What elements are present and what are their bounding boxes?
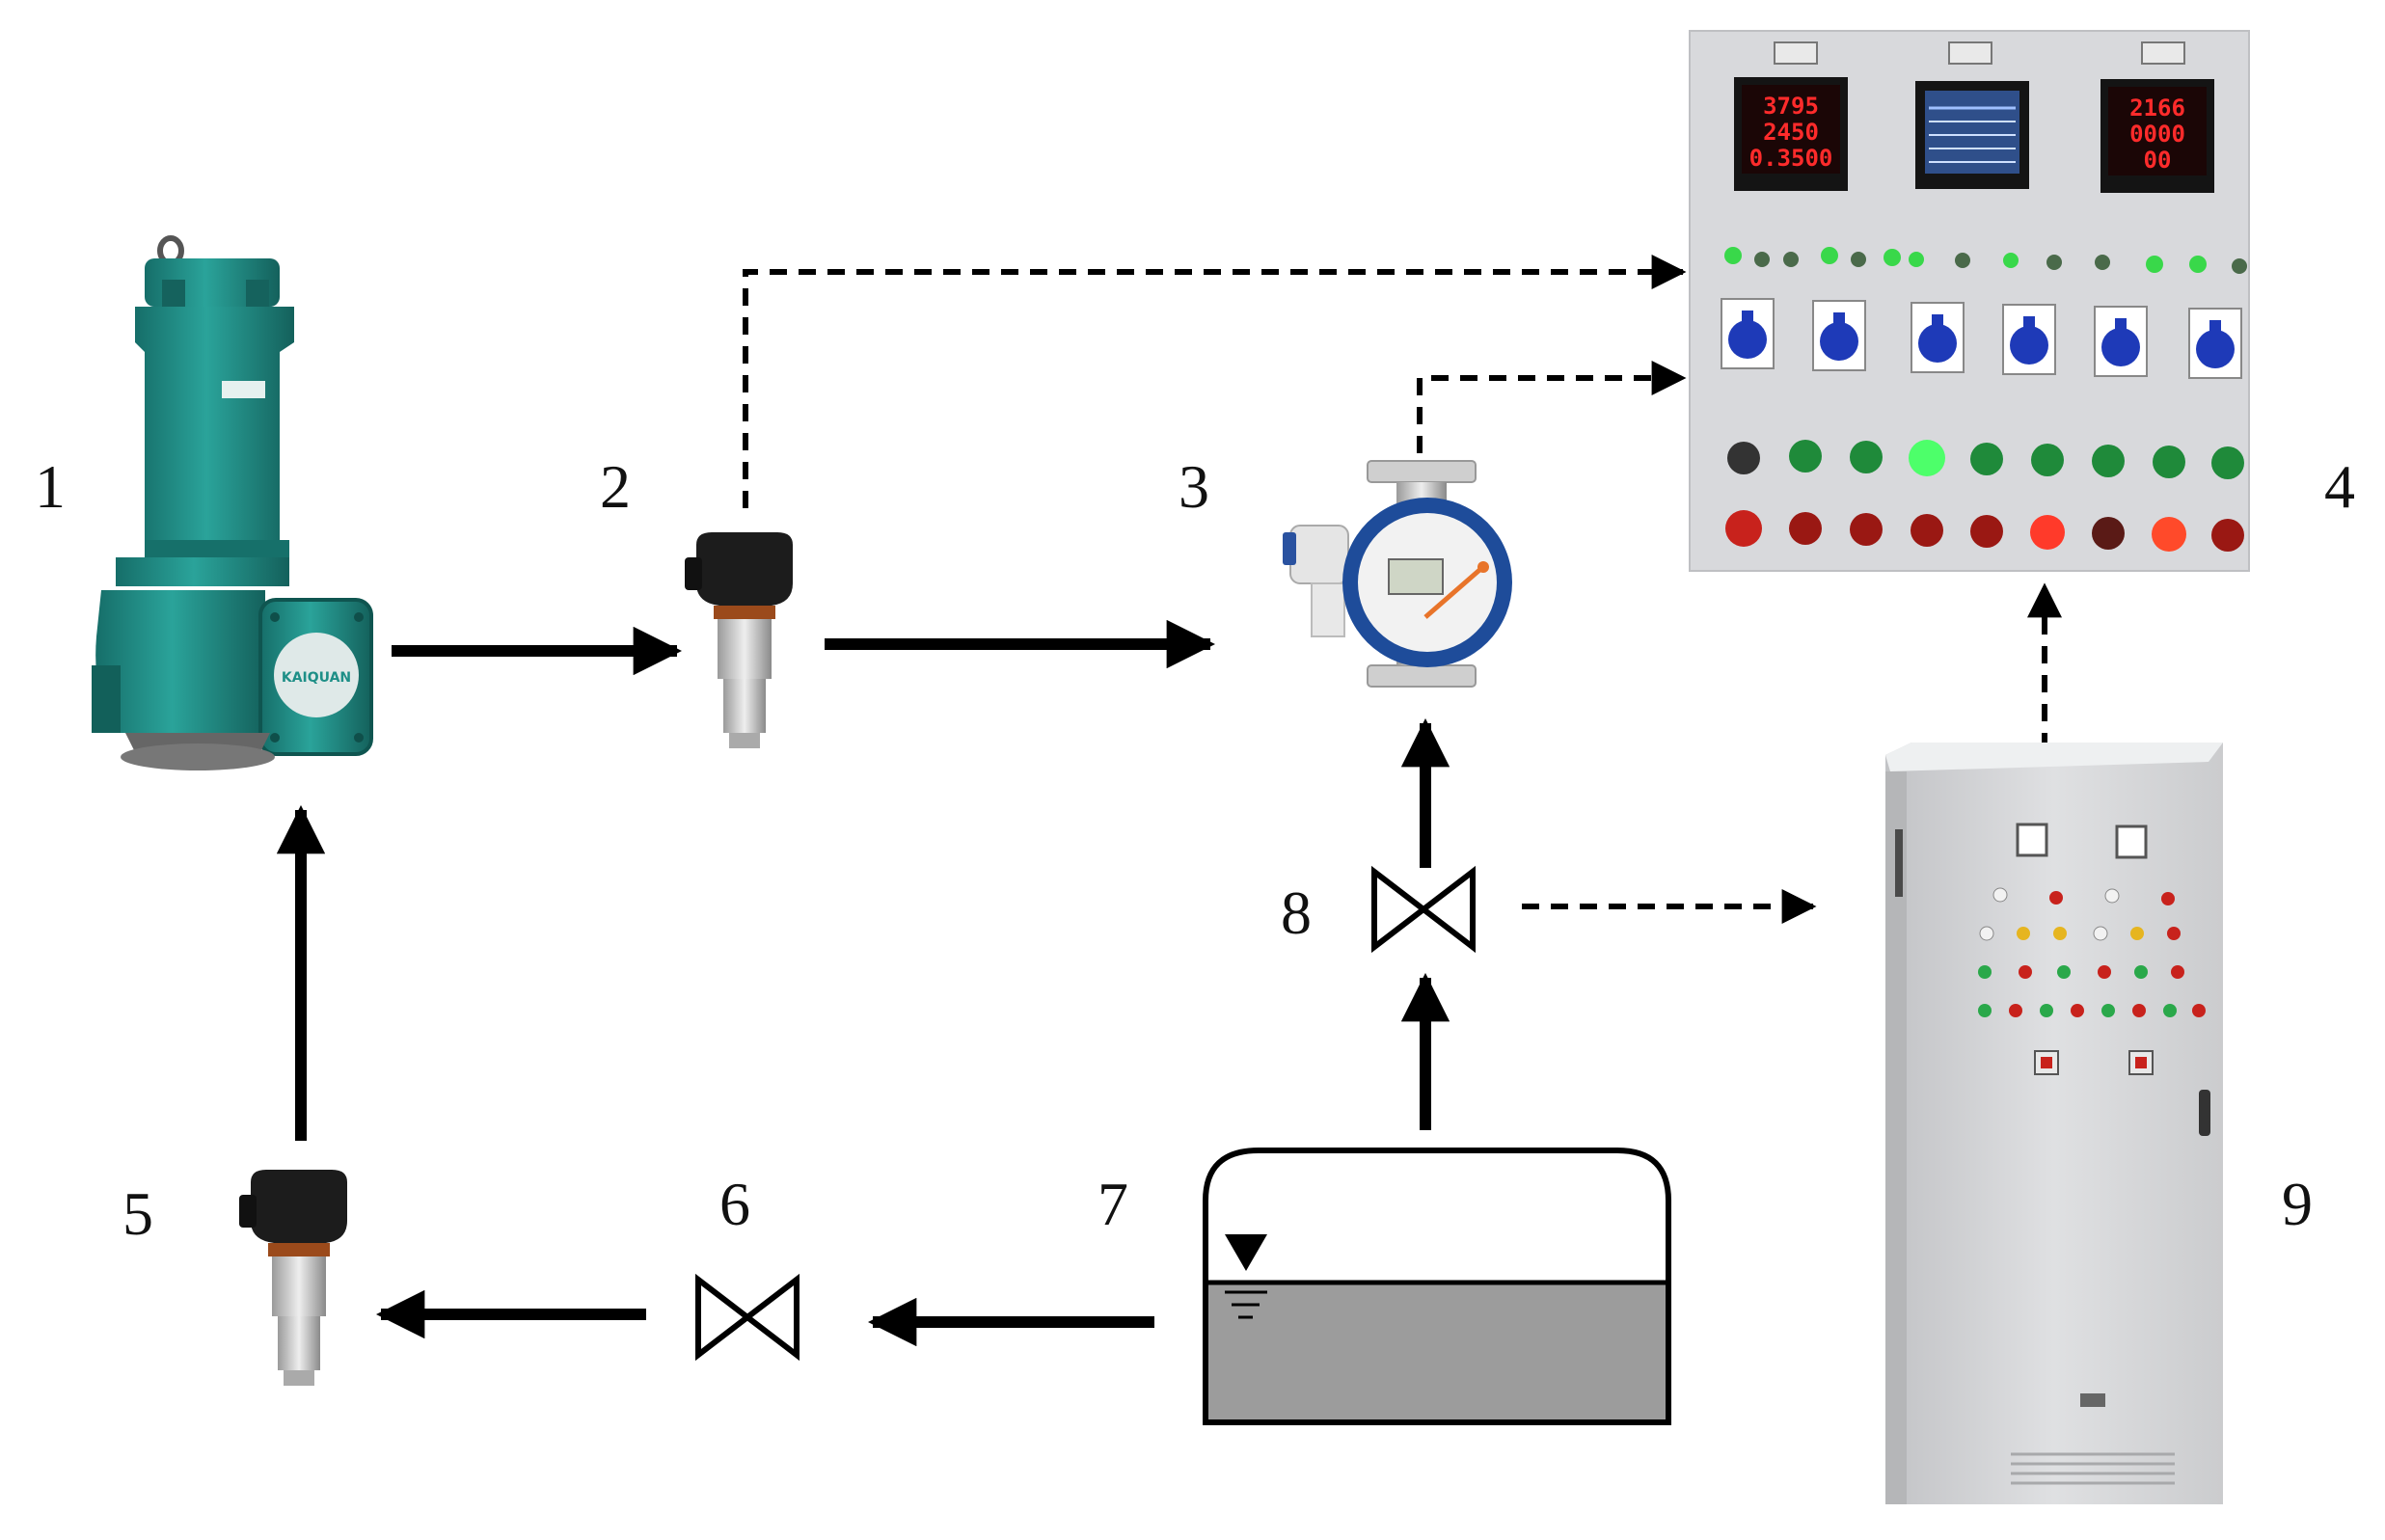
meter-left-line-2: 2450 — [1763, 119, 1819, 146]
panel-led-row — [1724, 247, 2247, 274]
water-level-symbol — [1225, 1234, 1267, 1271]
panel-meter-right: 2166 0000 00 — [2100, 79, 2214, 193]
submersible-pump: KAIQUAN — [92, 235, 373, 770]
electrical-cabinet — [1885, 743, 2223, 1504]
svg-text:KAIQUAN: KAIQUAN — [282, 670, 351, 686]
component-label-5: 5 — [122, 1179, 153, 1248]
panel-meter-left: 3795 2450 0.3500 — [1734, 77, 1848, 191]
component-label-3: 3 — [1179, 452, 1209, 521]
panel-red-buttons — [1725, 510, 2244, 552]
pipe-flow-lines — [276, 619, 1450, 1347]
signal-lines — [743, 255, 2062, 924]
signal-arrow-3-to-4 — [1417, 361, 1687, 453]
pressure-transmitter-2 — [685, 532, 793, 748]
component-label-1: 1 — [35, 452, 66, 521]
panel-screen-center — [1915, 81, 2029, 189]
component-label-9: 9 — [2282, 1170, 2313, 1238]
component-label-7: 7 — [1098, 1170, 1128, 1238]
meter-left-line-1: 3795 — [1763, 93, 1819, 120]
meter-right-line-1: 2166 — [2129, 95, 2185, 122]
meter-right-line-3: 00 — [2144, 147, 2172, 174]
component-label-2: 2 — [600, 452, 631, 521]
component-label-6: 6 — [719, 1170, 750, 1238]
valve-8 — [1371, 865, 1476, 954]
metal-tube-flowmeter — [1283, 460, 1512, 688]
signal-arrow-2-to-4 — [743, 255, 1687, 508]
control-panel: 3795 2450 0.3500 2166 0000 00 — [1689, 30, 2250, 572]
valve-6 — [695, 1273, 800, 1362]
pressure-transmitter-5 — [239, 1170, 347, 1386]
water-tank — [1203, 1148, 1671, 1425]
component-label-8: 8 — [1281, 878, 1312, 947]
panel-green-buttons — [1727, 440, 2244, 479]
cabinet-indicator-lights — [1978, 887, 2206, 1017]
component-label-4: 4 — [2324, 452, 2355, 521]
meter-right-line-2: 0000 — [2129, 121, 2185, 148]
meter-left-line-3: 0.3500 — [1749, 145, 1833, 172]
